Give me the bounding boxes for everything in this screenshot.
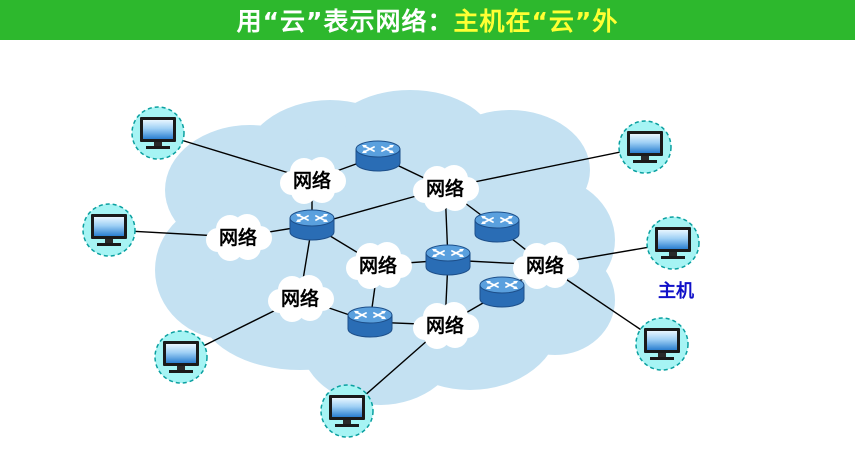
title-bar: 用“云”表示网络：主机在“云”外	[0, 0, 855, 40]
router-icon	[355, 140, 401, 172]
network-label: 网络	[426, 314, 464, 337]
host-computer-icon	[82, 203, 136, 257]
host-computer-icon	[618, 120, 672, 174]
network-label: 网络	[281, 287, 319, 310]
host-label: 主机	[658, 280, 694, 302]
network-label: 网络	[293, 169, 331, 192]
network-cloud: 网络	[513, 242, 579, 289]
router-icon	[425, 244, 471, 276]
network-label: 网络	[359, 254, 397, 277]
network-diagram: 网络 网络 网络 网络 网络 网络 网络 主机	[82, 90, 700, 438]
router-icon	[474, 211, 520, 243]
host-computer-icon	[154, 330, 208, 384]
network-label: 网络	[526, 254, 564, 277]
network-cloud: 网络	[280, 157, 346, 204]
network-cloud: 网络	[206, 214, 272, 261]
network-cloud: 网络	[268, 275, 334, 322]
network-cloud: 网络	[346, 242, 412, 289]
host-computer-icon	[320, 384, 374, 438]
router-icon	[347, 306, 393, 338]
router-icon	[479, 276, 525, 308]
host-computer-icon	[635, 317, 689, 371]
title-text: 用“云”表示网络：	[236, 7, 454, 36]
title-highlight: 主机在“云”外	[453, 7, 619, 36]
host-computer-icon	[131, 106, 185, 160]
host-computer-icon	[646, 216, 700, 270]
network-cloud: 网络	[413, 302, 479, 349]
network-label: 网络	[219, 226, 257, 249]
router-icon	[289, 209, 335, 241]
network-label: 网络	[426, 177, 464, 200]
network-cloud: 网络	[413, 165, 479, 212]
